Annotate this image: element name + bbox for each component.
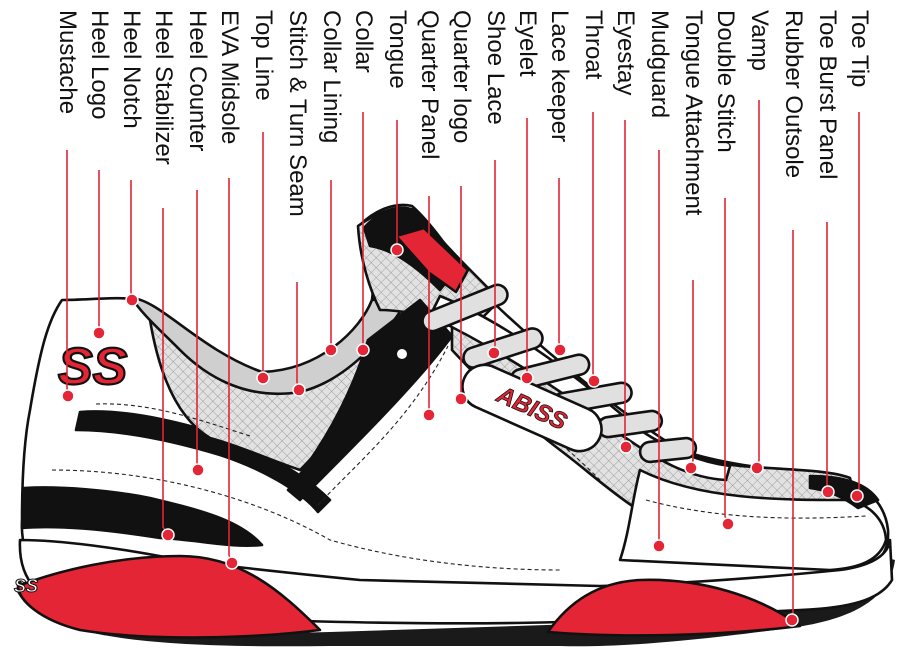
label-shoe-lace: Shoe Lace (482, 10, 509, 125)
callout-quarter-panel: Quarter Panel (416, 10, 443, 422)
marker-dot-tongue (390, 243, 404, 257)
callout-eva-midsole: EVA Midsole (216, 10, 243, 570)
marker-dot-lace-keeper (553, 343, 567, 357)
heel-logo-mark: SS (58, 338, 128, 396)
callout-rubber-outsole: Rubber Outsole (780, 10, 807, 627)
collar-eyelet (395, 347, 409, 361)
marker-dot-shoe-lace (487, 346, 501, 360)
callout-heel-notch: Heel Notch (118, 10, 145, 307)
label-collar-lining: Collar Lining (318, 10, 345, 143)
label-heel-logo: Heel Logo (86, 10, 113, 119)
callout-heel-logo: Heel Logo (86, 10, 113, 340)
label-tongue-attachment: Tongue Attachment (680, 10, 707, 216)
label-double-stitch: Double Stitch (712, 10, 739, 153)
sneaker-illustration: ABISS SS SS (14, 203, 895, 647)
marker-dot-collar (356, 343, 370, 357)
leader-line-toe-tip (856, 112, 860, 497)
marker-dot-throat (587, 374, 601, 388)
toe-outsole-red (546, 578, 802, 637)
marker-dot-quarter-panel (422, 408, 436, 422)
callout-toe-burst-panel: Toe Burst Panel (814, 10, 841, 499)
callout-heel-counter: Heel Counter (184, 10, 211, 477)
label-quarter-logo: Quarter logo (448, 10, 475, 143)
label-vamp: Vamp (746, 10, 773, 71)
callout-eyelet: Eyelet (514, 10, 541, 385)
marker-dot-eva-midsole (225, 556, 239, 570)
marker-dot-eyelet (520, 371, 534, 385)
marker-dot-toe-burst-panel (821, 485, 835, 499)
callout-lace-keeper: Lace keeper (546, 10, 573, 357)
label-quarter-panel: Quarter Panel (416, 10, 443, 159)
marker-dot-heel-notch (125, 293, 139, 307)
callout-collar-lining: Collar Lining (318, 10, 345, 357)
callout-mustache: Mustache (54, 10, 81, 403)
marker-dot-rubber-outsole (785, 613, 799, 627)
callout-quarter-logo: Quarter logo (448, 10, 475, 406)
leader-line-toe-burst-panel (826, 222, 829, 493)
label-stitch-turn-seam: Stitch & Turn Seam (284, 10, 311, 217)
marker-dot-stitch-turn-seam (292, 383, 306, 397)
marker-dot-vamp (750, 461, 764, 475)
marker-dot-heel-counter (191, 463, 205, 477)
callout-top-line: Top Line (250, 10, 277, 385)
label-mudguard: Mudguard (646, 10, 673, 118)
leader-line-throat (592, 112, 595, 382)
label-toe-tip: Toe Tip (846, 10, 873, 87)
label-mustache: Mustache (54, 10, 81, 114)
leader-line-heel-notch (130, 180, 133, 301)
callout-tongue: Tongue (384, 10, 411, 257)
leader-line-vamp (756, 100, 760, 469)
mudguard-overlay (618, 468, 888, 572)
label-heel-notch: Heel Notch (118, 10, 145, 129)
marker-dot-heel-stabilizer (161, 528, 175, 542)
label-rubber-outsole: Rubber Outsole (780, 10, 807, 178)
midsole-logo-mark: SS (14, 576, 38, 596)
label-heel-stabilizer: Heel Stabilizer (150, 10, 177, 165)
callout-mudguard: Mudguard (646, 10, 673, 553)
marker-dot-tongue-attachment (684, 461, 698, 475)
heel-outsole-red (16, 554, 322, 639)
label-collar: Collar (350, 10, 377, 73)
callout-shoe-lace: Shoe Lace (482, 10, 509, 360)
leader-line-lace-keeper (558, 178, 561, 351)
marker-dot-mudguard (652, 539, 666, 553)
label-heel-counter: Heel Counter (184, 10, 211, 151)
callout-toe-tip: Toe Tip (846, 10, 873, 503)
label-lace-keeper: Lace keeper (546, 10, 573, 142)
callout-collar: Collar (350, 10, 377, 357)
label-tongue: Tongue (384, 10, 411, 89)
label-top-line: Top Line (250, 10, 277, 101)
marker-dot-heel-logo (92, 326, 106, 340)
label-eyelet: Eyelet (514, 10, 541, 77)
callout-stitch-turn-seam: Stitch & Turn Seam (284, 10, 311, 397)
callout-vamp: Vamp (746, 10, 773, 475)
label-throat: Throat (580, 10, 607, 80)
heel-stabilizer-band (20, 486, 264, 547)
label-eva-midsole: EVA Midsole (216, 10, 243, 144)
tongue-logo-shape (394, 226, 470, 294)
marker-dot-double-stitch (721, 517, 735, 531)
marker-dot-mustache (61, 389, 75, 403)
callout-throat: Throat (580, 10, 607, 388)
label-eyestay: Eyestay (612, 10, 639, 95)
callout-heel-stabilizer: Heel Stabilizer (150, 10, 177, 542)
marker-dot-toe-tip (850, 489, 864, 503)
marker-dot-eyestay (619, 440, 633, 454)
callout-tongue-attachment: Tongue Attachment (680, 10, 707, 475)
marker-dot-collar-lining (324, 343, 338, 357)
callout-eyestay: Eyestay (612, 10, 639, 454)
quarter-logo-badge: ABISS (461, 363, 603, 453)
callout-double-stitch: Double Stitch (712, 10, 739, 531)
marker-dot-top-line (256, 371, 270, 385)
label-toe-burst-panel: Toe Burst Panel (814, 10, 841, 179)
marker-dot-quarter-logo (454, 392, 468, 406)
